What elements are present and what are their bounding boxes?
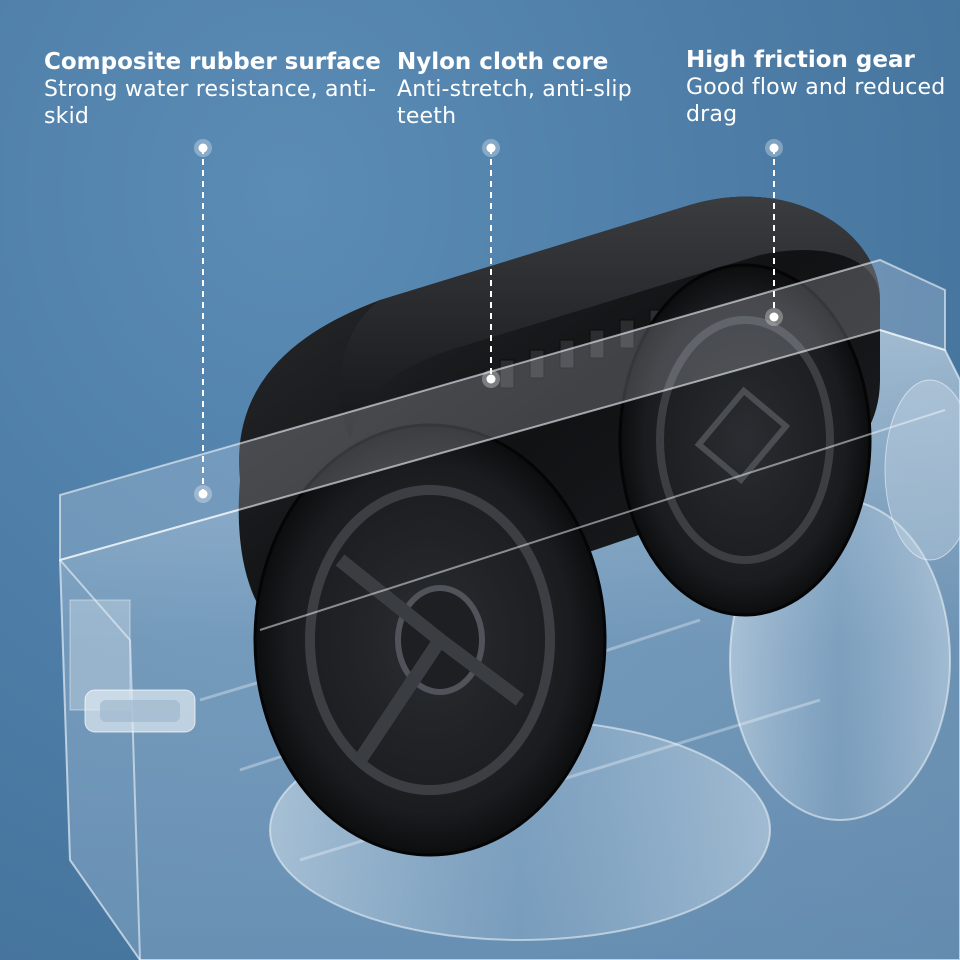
callout-nylon-core: Nylon cloth core Anti-stretch, anti-slip…	[397, 48, 657, 130]
callout-title: Composite rubber surface	[44, 49, 381, 75]
callout-title: Nylon cloth core	[397, 49, 609, 75]
callout-line-1	[194, 139, 212, 503]
callout-title: High friction gear	[686, 47, 915, 73]
callout-description: Strong water resistance, anti-skid	[44, 77, 377, 129]
callout-composite-rubber: Composite rubber surface Strong water re…	[44, 48, 384, 130]
callout-friction-gear: High friction gear Good flow and reduced…	[686, 46, 946, 128]
rear-wheel	[618, 263, 872, 617]
callout-description: Anti-stretch, anti-slip teeth	[397, 77, 632, 129]
callout-line-2	[482, 139, 500, 388]
callout-description: Good flow and reduced drag	[686, 75, 946, 127]
callout-line-3	[765, 139, 783, 326]
front-wheel	[253, 423, 607, 857]
